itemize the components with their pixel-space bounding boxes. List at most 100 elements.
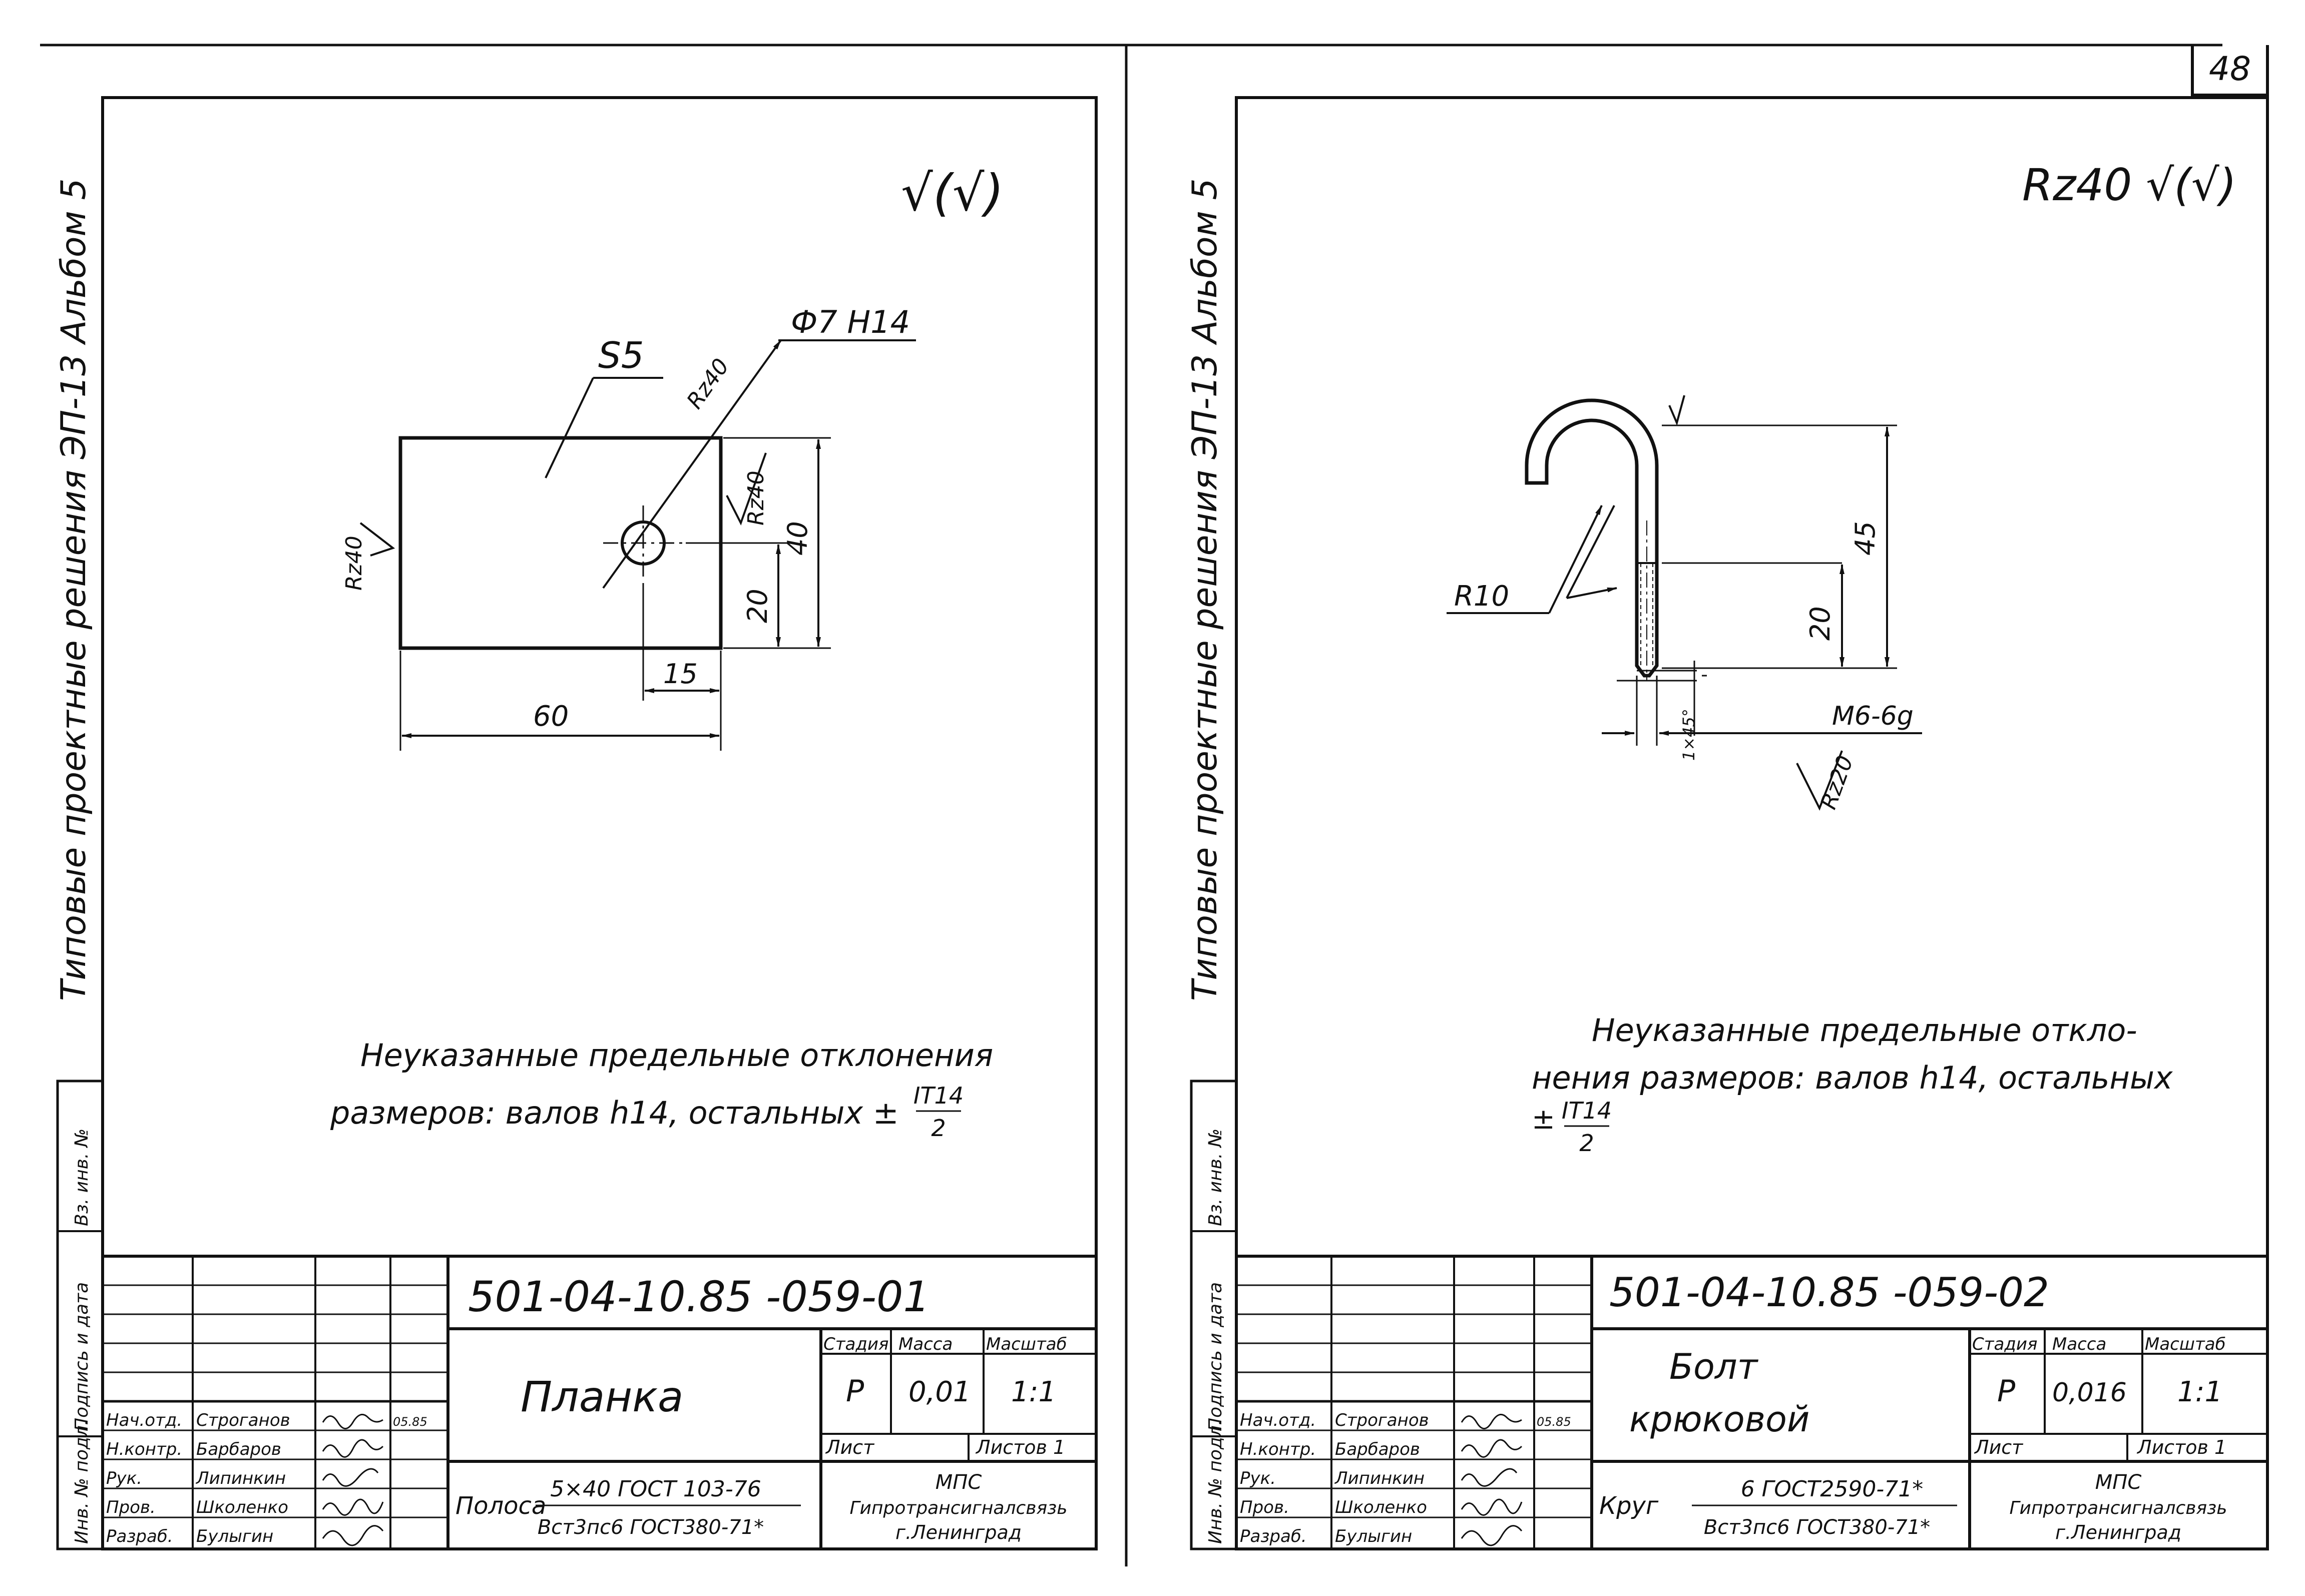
hook-bolt-drawing: R10 1×45° 20 45 M6-6g Rz2: [1447, 395, 1922, 813]
left-name-1: Строганов: [196, 1410, 290, 1430]
right-org-2: Гипротрансигналсвязь: [2009, 1498, 2227, 1518]
left-doc-code: 501-04-10.85 -059-01: [468, 1272, 930, 1321]
right-name-1: Строганов: [1335, 1410, 1429, 1430]
right-note-frac-den: 2: [1579, 1130, 1594, 1157]
left-stage-header: Стадия: [823, 1334, 888, 1354]
right-doc-code: 501-04-10.85 -059-02: [1609, 1269, 2049, 1316]
left-title: Планка: [521, 1372, 683, 1421]
right-sheets-label: Листов 1: [2136, 1436, 2226, 1458]
right-stub-inv: Инв. № подл.: [1205, 1420, 1226, 1544]
left-org-3: г.Ленинград: [895, 1521, 1022, 1543]
right-sheet-label: Лист: [1974, 1436, 2024, 1458]
left-stub-inv: Инв. № подл.: [72, 1420, 92, 1544]
left-sheet: Типовые проектные решения ЭП-13 Альбом 5…: [54, 96, 1098, 1550]
left-mass: 0,01: [908, 1376, 971, 1408]
right-material-bottom: Вст3пс6 ГОСТ380-71*: [1704, 1516, 1930, 1539]
right-scale: 1:1: [2177, 1376, 2222, 1408]
left-signatures: [322, 1413, 384, 1546]
left-name-4: Школенко: [196, 1497, 288, 1517]
right-role-3: Рук.: [1240, 1468, 1276, 1488]
right-signatures: [1461, 1413, 1523, 1546]
right-note-line2: нения размеров: валов h14, остальных: [1532, 1059, 2173, 1096]
left-title-block: Нач.отд. Н.контр. Рук. Пров. Разраб. Стр…: [103, 1255, 1096, 1549]
left-org-2: Гипротрансигналсвязь: [849, 1498, 1067, 1518]
thickness-label: S5: [598, 334, 644, 376]
hole-rz-label: Rz40: [682, 354, 734, 413]
right-scale-header: Масштаб: [2145, 1334, 2226, 1354]
left-sheets-label: Листов 1: [975, 1436, 1065, 1458]
right-note-line1: Неуказанные предельные откло-: [1592, 1012, 2137, 1048]
sheet-number: 48: [2209, 50, 2251, 88]
left-stub-vz: Вз. инв. №: [72, 1129, 92, 1226]
left-role-5: Разраб.: [106, 1526, 173, 1546]
left-stub-sign: Подпись и дата: [72, 1282, 92, 1431]
left-role-2: Н.контр.: [106, 1439, 182, 1459]
left-org-1: МПС: [936, 1471, 982, 1494]
right-stage-header: Стадия: [1972, 1334, 2037, 1354]
right-material-prefix: Круг: [1599, 1492, 1659, 1520]
right-role-1: Нач.отд.: [1240, 1410, 1316, 1430]
thread-length-dim: 20: [1804, 606, 1836, 641]
right-note-frac-num: IT14: [1562, 1097, 1612, 1124]
left-note-frac-num: IT14: [913, 1082, 964, 1109]
left-material-prefix: Полоса: [455, 1492, 546, 1520]
right-role-5: Разраб.: [1240, 1526, 1307, 1546]
right-title-line2: крюковой: [1629, 1399, 1809, 1440]
left-note-frac-den: 2: [931, 1115, 946, 1142]
left-scale: 1:1: [1011, 1376, 1056, 1408]
right-note-pm: ±: [1532, 1103, 1555, 1136]
hole-y-dim: 20: [742, 589, 773, 623]
right-role-2: Н.контр.: [1240, 1439, 1316, 1459]
shank-outline: [1635, 515, 1659, 678]
left-role-4: Пров.: [106, 1497, 156, 1517]
hole-diameter-label: Ф7 H14: [791, 304, 910, 340]
right-rz-label: Rz40: [743, 470, 769, 525]
chamfer-label: 1×45°: [1679, 709, 1698, 761]
left-name-5: Булыгин: [196, 1526, 273, 1546]
left-stage: Р: [846, 1374, 864, 1409]
left-margin-stub: Инв. № подл. Подпись и дата Вз. инв. №: [56, 1080, 104, 1550]
left-material-bottom: Вст3пс6 ГОСТ380-71*: [538, 1516, 764, 1539]
right-org-1: МПС: [2095, 1471, 2142, 1494]
right-name-2: Барбаров: [1335, 1439, 1420, 1459]
left-album-text: Типовые проектные решения ЭП-13 Альбом 5: [54, 178, 94, 1001]
left-role-3: Рук.: [106, 1468, 142, 1488]
left-note-line1: Неуказанные предельные отклонения: [360, 1037, 993, 1074]
left-date: 05.85: [393, 1415, 427, 1429]
length-dim: 45: [1850, 521, 1881, 556]
right-mass-header: Масса: [2052, 1334, 2106, 1354]
left-material-top: 5×40 ГОСТ 103-76: [550, 1476, 761, 1502]
right-stub-vz: Вз. инв. №: [1205, 1129, 1226, 1226]
right-album-text: Типовые проектные решения ЭП-13 Альбом 5: [1185, 178, 1225, 1001]
right-mass: 0,016: [2052, 1378, 2127, 1408]
right-roughness-general: Rz40 √(√): [2022, 159, 2236, 211]
right-name-4: Школенко: [1335, 1497, 1427, 1517]
rz20-label: Rz20: [1815, 752, 1858, 812]
right-stub-sign: Подпись и дата: [1205, 1282, 1226, 1431]
right-material-top: 6 ГОСТ2590-71*: [1741, 1476, 1924, 1502]
left-sheet-label: Лист: [825, 1436, 875, 1458]
left-roughness-general: √(√): [901, 164, 1004, 222]
right-role-4: Пров.: [1240, 1497, 1289, 1517]
left-rz-label: Rz40: [341, 536, 367, 591]
left-role-1: Нач.отд.: [106, 1410, 182, 1430]
width-dim: 60: [533, 700, 569, 733]
right-stage: Р: [1997, 1374, 2016, 1409]
left-name-3: Липинкин: [195, 1468, 286, 1488]
sheet-number-box: 48: [2191, 45, 2269, 97]
left-name-2: Барбаров: [196, 1439, 281, 1459]
right-frame: [1235, 96, 2269, 1550]
right-name-5: Булыгин: [1335, 1526, 1412, 1546]
radius-label: R10: [1454, 580, 1509, 613]
right-org-3: г.Ленинград: [2055, 1521, 2181, 1543]
right-title-line1: Болт: [1669, 1346, 1759, 1387]
right-margin-stub: Инв. № подл. Подпись и дата Вз. инв. №: [1190, 1080, 1238, 1550]
hole-x-dim: 15: [663, 658, 698, 690]
left-scale-header: Масштаб: [986, 1334, 1067, 1354]
right-date: 05.85: [1537, 1415, 1571, 1429]
left-mass-header: Масса: [898, 1334, 953, 1354]
right-sheet: Типовые проектные решения ЭП-13 Альбом 5…: [1185, 96, 2269, 1550]
height-dim: 40: [782, 521, 813, 556]
left-note-line2: размеров: валов h14, остальных ±: [330, 1095, 899, 1131]
